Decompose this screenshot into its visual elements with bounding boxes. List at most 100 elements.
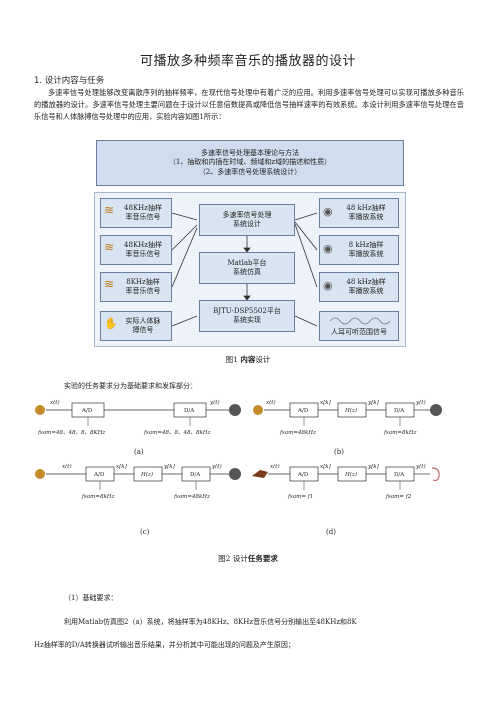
left-source-3: ≋ 8KHz抽样 率音乐信号 — [100, 272, 172, 302]
hz-text: H(z) — [344, 471, 357, 478]
fig2-caption-bold: 任务要求 — [247, 554, 278, 563]
fig1-caption-bold: 内容 — [240, 355, 256, 364]
left2-line1: 48KHz抽样 — [124, 240, 162, 249]
hz-text: H(z) — [140, 471, 153, 478]
yk-label: y[k] — [367, 464, 380, 470]
right1-line1: 48 kHz抽样 — [346, 203, 386, 212]
theory-line3: （2、多速率信号处理系统设计） — [198, 167, 302, 176]
left3-line1: 8KHz抽样 — [126, 277, 160, 286]
right-player-1: ◉ 48 kHz抽样 率播放系统 — [319, 198, 399, 228]
basic-req-line1: 利用Matlab仿真图2（a）系统，将抽样率为48KHz、8KHz音乐信号分别输… — [64, 618, 357, 626]
basic-req-heading: （1）基础要求： — [64, 594, 118, 602]
waveform-icon — [330, 317, 390, 325]
da-text: D/A — [184, 408, 195, 414]
diagram-arrows — [171, 212, 318, 327]
yt-label: y(t) — [415, 463, 426, 470]
speaker-icon — [229, 404, 241, 416]
da-text: D/A — [394, 408, 405, 414]
left-source-1: ≋ 48KHz抽样 率音乐信号 — [100, 198, 172, 228]
center3-line2: 系统实现 — [233, 316, 261, 324]
ad-text: A/D — [93, 472, 105, 478]
center1-line2: 系统设计 — [233, 220, 261, 228]
speaker-icon: ◉ — [323, 242, 333, 255]
intro-paragraph: 多速率信号处理能够改变离散序列的抽样频率，在现代信号处理中有着广泛的应用。利用多… — [34, 88, 464, 121]
music-icon — [35, 469, 45, 479]
da-text: D/A — [190, 472, 201, 478]
music-icon — [253, 405, 263, 415]
left1-line1: 48KHz抽样 — [124, 203, 162, 212]
xt-label: x(t) — [50, 399, 60, 406]
a-right-fs: fsam=48、8、48、8kHz — [143, 430, 211, 436]
theory-box: 多速率信号处理基本理论与方法 （1、抽取和内插在时域、频域和z域的描述和性质） … — [96, 140, 404, 186]
xt-label: x(t) — [270, 463, 280, 470]
center-design-box: 多速率信号处理 系统设计 — [199, 204, 295, 236]
speaker-icon — [430, 404, 442, 416]
a-left-fs: fsam=48、48、8、8KHz — [37, 430, 105, 436]
left1-line2: 率音乐信号 — [125, 213, 161, 221]
xt-label: x(t) — [266, 399, 276, 406]
c-right-fs: fsam=48kHz — [173, 494, 210, 500]
center-dsp-box: BJTU-DSP5502平台 系统实现 — [199, 300, 295, 332]
right3-line1: 48 kHz抽样 — [346, 277, 386, 286]
d-right-fs: fsam= f2 — [385, 494, 412, 500]
figure1-diagram: 多速率信号处理基本理论与方法 （1、抽取和内插在时域、频域和z域的描述和性质） … — [94, 140, 406, 347]
left-source-2: ≋ 48KHz抽样 率音乐信号 — [100, 235, 172, 265]
ad-text: A/D — [81, 408, 93, 414]
xk-label: x[k] — [320, 400, 332, 406]
theory-line2: （1、抽取和内插在时域、频域和z域的描述和性质） — [168, 158, 332, 167]
yk-label: y[k] — [163, 464, 176, 470]
ear-icon — [431, 467, 440, 482]
center2-line1: Matlab平台 — [227, 258, 267, 267]
xk-label: x[k] — [116, 464, 128, 470]
fig2b: A/D H(z) D/A x(t) x[k] y[k] y(t) fsam=48… — [253, 399, 442, 456]
yk-label: y[k] — [367, 400, 380, 406]
right2-line1: 8 kHz抽样 — [348, 240, 384, 249]
yt-label: y(t) — [209, 399, 220, 406]
music-icon — [35, 405, 45, 415]
hz-text: H(z) — [344, 407, 357, 414]
sub-b: (b) — [334, 448, 344, 456]
section-heading: 1. 设计内容与任务 — [34, 76, 105, 86]
yt-label: y(t) — [211, 463, 222, 470]
right-audible: 人耳可听范围信号 — [319, 311, 399, 341]
pulse-sensor-icon — [252, 470, 268, 478]
hand-icon: ✋ — [104, 317, 118, 330]
tasks-intro: 实验的任务要求分为基础要求和发挥部分： — [64, 382, 197, 390]
center2-line2: 系统仿真 — [233, 268, 261, 276]
c-left-fs: fsam=8kHz — [81, 494, 115, 500]
page-title: 可播放多种频率音乐的播放器的设计 — [139, 54, 356, 69]
basic-req-line2: Hz抽样率的D/A转换器试听输出音乐结果，并分析其中可能出现的问题及产生原因； — [34, 641, 295, 649]
speaker-icon — [229, 468, 241, 480]
right4-label: 人耳可听范围信号 — [331, 327, 387, 336]
fig2-caption-prefix: 图2 设计 — [218, 554, 248, 563]
right2-line2: 率播放系统 — [348, 250, 384, 258]
wave-icon: ≋ — [104, 240, 115, 254]
fig1-caption-suffix: 设计 — [255, 355, 271, 364]
figure1-caption: 图1 内容设计 — [0, 354, 496, 365]
fig2a: A/D D/A x(t) y(t) fsam=48、48、8、8KHz fsam… — [35, 399, 241, 456]
sub-a: (a) — [134, 448, 144, 456]
xk-label: x[k] — [320, 464, 332, 470]
yt-label: y(t) — [415, 399, 426, 406]
right-player-2: ◉ 8 kHz抽样 率播放系统 — [319, 235, 399, 265]
theory-line1: 多速率信号处理基本理论与方法 — [201, 148, 299, 157]
ad-text: A/D — [297, 408, 309, 414]
xt-label: x(t) — [62, 463, 72, 470]
right3-line2: 率播放系统 — [348, 287, 384, 295]
center1-line1: 多速率信号处理 — [222, 210, 272, 219]
left4-line2: 搏信号 — [132, 326, 154, 334]
right-player-3: ◉ 48 kHz抽样 率播放系统 — [319, 272, 399, 302]
left3-line2: 率音乐信号 — [125, 287, 161, 295]
b-left-fs: fsam=48kHz — [279, 430, 316, 436]
d-left-fs: fsam= f1 — [287, 494, 313, 500]
left4-line1: 实际人体脉 — [125, 316, 161, 325]
b-right-fs: fsam=8kHz — [383, 430, 417, 436]
figure2-diagrams: A/D D/A x(t) y(t) fsam=48、48、8、8KHz fsam… — [35, 399, 442, 500]
fig2d: A/D H(z) D/A x(t) x[k] y[k] y(t) fsam= f… — [252, 463, 440, 500]
left2-line2: 率音乐信号 — [125, 250, 161, 258]
wave-icon: ≋ — [104, 277, 115, 291]
figure2-caption: 图2 设计任务要求 — [0, 553, 496, 564]
speaker-icon: ◉ — [323, 279, 333, 292]
fig2c: A/D H(z) D/A x(t) x[k] y[k] y(t) fsam=8k… — [35, 463, 241, 500]
sub-c: (c) — [140, 528, 150, 536]
